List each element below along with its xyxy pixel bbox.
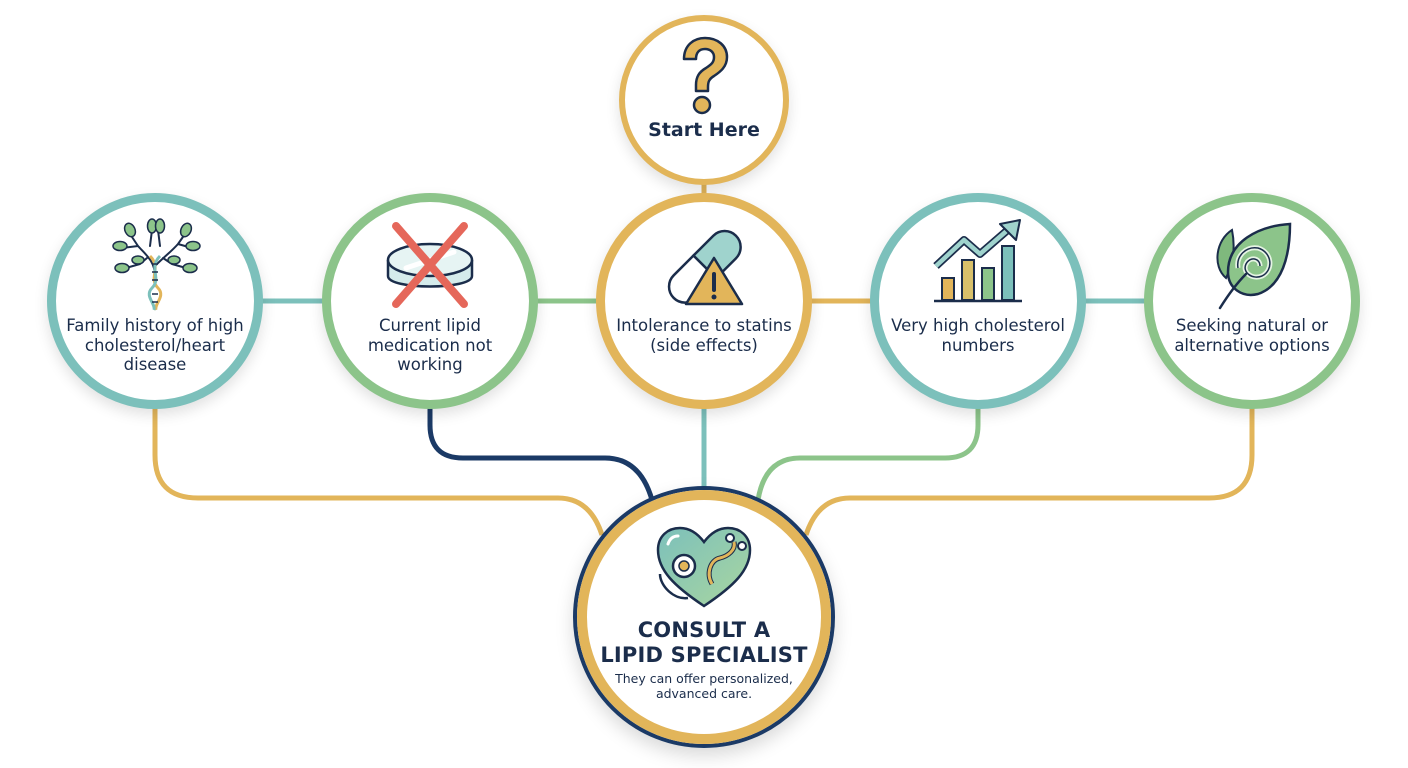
heart-stethoscope-icon xyxy=(656,526,752,608)
question-mark-icon xyxy=(682,36,729,115)
outcome-inner-ring: CONSULT A LIPID SPECIALIST They can offe… xyxy=(577,490,831,744)
criterion-label: Family history of high cholesterol/heart… xyxy=(66,316,244,374)
outcome-subtitle: They can offer personalized, advanced ca… xyxy=(615,671,793,701)
criterion-label: Seeking natural or alternative options xyxy=(1174,316,1330,355)
criterion-label: Current lipid medication not working xyxy=(367,316,493,374)
criterion-label: Intolerance to statins (side effects) xyxy=(616,316,792,355)
connector-medication-to-outcome xyxy=(427,408,655,501)
criterion-very-high-numbers[interactable]: Very high cholesterol numbers xyxy=(870,193,1086,409)
criterion-medication-not-working[interactable]: Current lipid medication not working xyxy=(322,193,538,409)
outcome-title-line-2: LIPID SPECIALIST xyxy=(600,643,808,667)
criterion-label: Very high cholesterol numbers xyxy=(891,316,1065,355)
dna-tree-icon xyxy=(112,218,201,311)
outcome-title-line-1: CONSULT A xyxy=(637,618,771,642)
rising-bar-chart-icon xyxy=(933,219,1022,303)
connector-high-numbers-to-outcome xyxy=(755,408,981,501)
capsule-warning-icon xyxy=(667,229,744,306)
criterion-natural-options[interactable]: Seeking natural or alternative options xyxy=(1144,193,1360,409)
outcome-subtitle-line-1: They can offer personalized, xyxy=(615,671,793,686)
outcome-title: CONSULT A LIPID SPECIALIST xyxy=(600,618,807,668)
outcome-subtitle-line-2: advanced care. xyxy=(655,686,753,701)
criterion-statin-intolerance[interactable]: Intolerance to statins (side effects) xyxy=(596,193,812,409)
start-here-node[interactable]: Start Here xyxy=(619,15,789,185)
connector-family-history-to-outcome xyxy=(152,408,605,536)
start-here-label: Start Here xyxy=(648,119,760,141)
crossed-pill-icon xyxy=(386,222,474,308)
criterion-family-history[interactable]: Family history of high cholesterol/heart… xyxy=(47,193,263,409)
connector-natural-to-outcome xyxy=(803,408,1255,536)
consult-lipid-specialist-node[interactable]: CONSULT A LIPID SPECIALIST They can offe… xyxy=(573,486,835,748)
swirl-leaf-icon xyxy=(1216,222,1292,310)
